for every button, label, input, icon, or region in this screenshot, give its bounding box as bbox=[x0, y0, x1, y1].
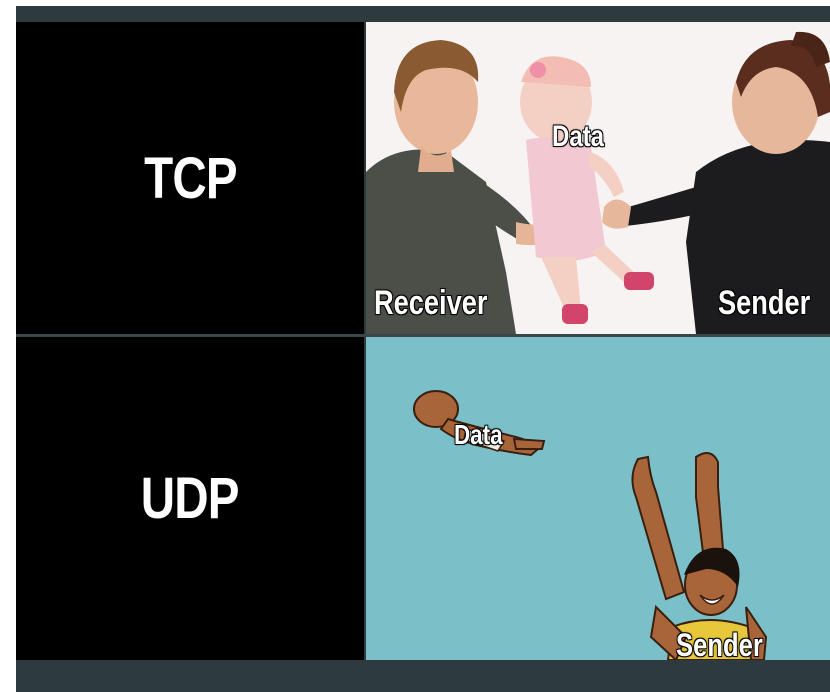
tcp-label: TCP bbox=[143, 145, 237, 211]
tcp-receiver-caption: Receiver bbox=[374, 284, 488, 322]
udp-illustration bbox=[413, 390, 768, 660]
cheering-sender-figure bbox=[631, 452, 768, 660]
udp-sender-caption: Sender bbox=[676, 627, 763, 660]
tcp-image-panel: Data Receiver Sender bbox=[366, 22, 830, 334]
panel-divider bbox=[16, 334, 830, 337]
tcp-sender-caption: Sender bbox=[718, 284, 811, 322]
udp-label: UDP bbox=[141, 466, 240, 531]
udp-data-caption: Data bbox=[454, 419, 503, 450]
baby-figure bbox=[520, 56, 654, 324]
meme-frame: TCP bbox=[16, 6, 830, 692]
udp-image-panel: Data Sender bbox=[366, 337, 830, 660]
tcp-illustration bbox=[366, 31, 830, 334]
udp-label-panel: UDP bbox=[16, 337, 364, 660]
sender-figure bbox=[602, 31, 830, 334]
receiver-figure bbox=[366, 40, 556, 334]
tcp-data-caption: Data bbox=[552, 120, 605, 153]
flying-baby-figure bbox=[413, 390, 546, 457]
tcp-label-panel: TCP bbox=[16, 22, 364, 334]
